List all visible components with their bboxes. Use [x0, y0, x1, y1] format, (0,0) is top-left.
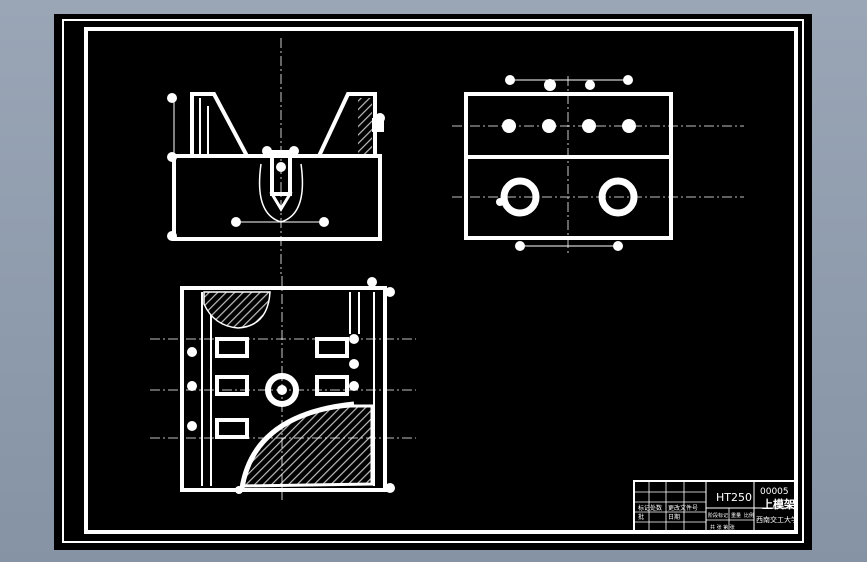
top-view — [150, 276, 416, 500]
outer-border — [62, 19, 804, 543]
dimension-marker — [585, 80, 595, 90]
top-view-slot — [215, 337, 249, 358]
top-view-slot — [215, 418, 249, 439]
side-view-bore — [500, 177, 540, 217]
title-block-signature-cell: 批 — [638, 513, 644, 521]
school-name: 西南交工大学 — [756, 515, 798, 524]
dimension-marker — [515, 241, 525, 251]
side-view-hole — [542, 119, 556, 133]
dimension-marker — [289, 146, 299, 156]
side-view-bore — [598, 177, 638, 217]
top-view-section-arc — [239, 401, 355, 489]
dimension-marker — [349, 334, 359, 344]
dimension-marker — [375, 113, 385, 123]
dimension-marker — [167, 93, 177, 103]
side-view — [452, 75, 744, 254]
title-block-signature-cell: 日期 — [668, 513, 680, 521]
dimension-marker — [544, 79, 556, 91]
dimension-marker — [505, 75, 515, 85]
dimension-marker — [231, 217, 241, 227]
dimension-marker — [385, 287, 395, 297]
dimension-marker — [262, 146, 272, 156]
title-block-scale-cell: 阶段标记 — [708, 512, 728, 519]
title-block-header-cell: 标记处数 — [638, 504, 662, 512]
top-view-slot — [315, 337, 349, 358]
top-view-slot — [315, 375, 349, 396]
dimension-marker — [187, 421, 197, 431]
dimension-marker — [167, 152, 177, 162]
top-view-outline — [180, 286, 387, 492]
title-block: 标记处数 更改文件号 批 日期 阶段标记 重量 比例 共 张 第 张 HT250… — [633, 480, 798, 533]
drawing-number: 00005 — [760, 487, 789, 497]
cad-drawing-sheet[interactable]: 标记处数 更改文件号 批 日期 阶段标记 重量 比例 共 张 第 张 HT250… — [54, 14, 812, 550]
dimension-marker — [276, 162, 286, 172]
dimension-marker — [367, 277, 377, 287]
dimension-marker — [623, 75, 633, 85]
dimension-marker — [385, 483, 395, 493]
side-view-hole — [622, 119, 636, 133]
front-view-punch-tip — [269, 192, 293, 212]
top-view-section-top — [203, 291, 271, 329]
cad-viewport[interactable]: 标记处数 更改文件号 批 日期 阶段标记 重量 比例 共 张 第 张 HT250… — [54, 14, 812, 550]
side-view-hole — [582, 119, 596, 133]
title-block-header-cell: 更改文件号 — [668, 504, 698, 512]
top-view-slot — [215, 375, 249, 396]
title-block-frame — [633, 480, 797, 533]
part-name: 上模架 — [762, 497, 795, 511]
front-view-left-fin — [190, 92, 251, 158]
dimension-marker — [349, 359, 359, 369]
dimension-marker — [167, 231, 177, 241]
material-label: HT250 — [716, 491, 752, 504]
dimension-marker — [187, 381, 197, 391]
front-view-right-fin-section — [358, 98, 372, 154]
inner-border — [84, 27, 798, 534]
title-block-sheet-label: 共 张 第 张 — [710, 524, 735, 531]
title-block-scale-cell: 重量 — [731, 512, 741, 519]
front-view-right-fin — [315, 92, 377, 158]
dimension-marker — [496, 198, 504, 206]
front-view — [167, 38, 385, 274]
dimension-marker — [235, 486, 243, 494]
side-view-outline — [464, 92, 673, 240]
dimension-marker — [349, 381, 359, 391]
title-block-scale-cell: 比例 — [744, 512, 754, 519]
dimension-marker — [613, 241, 623, 251]
dimension-marker — [187, 347, 197, 357]
dimension-marker — [319, 217, 329, 227]
side-view-hole — [502, 119, 516, 133]
